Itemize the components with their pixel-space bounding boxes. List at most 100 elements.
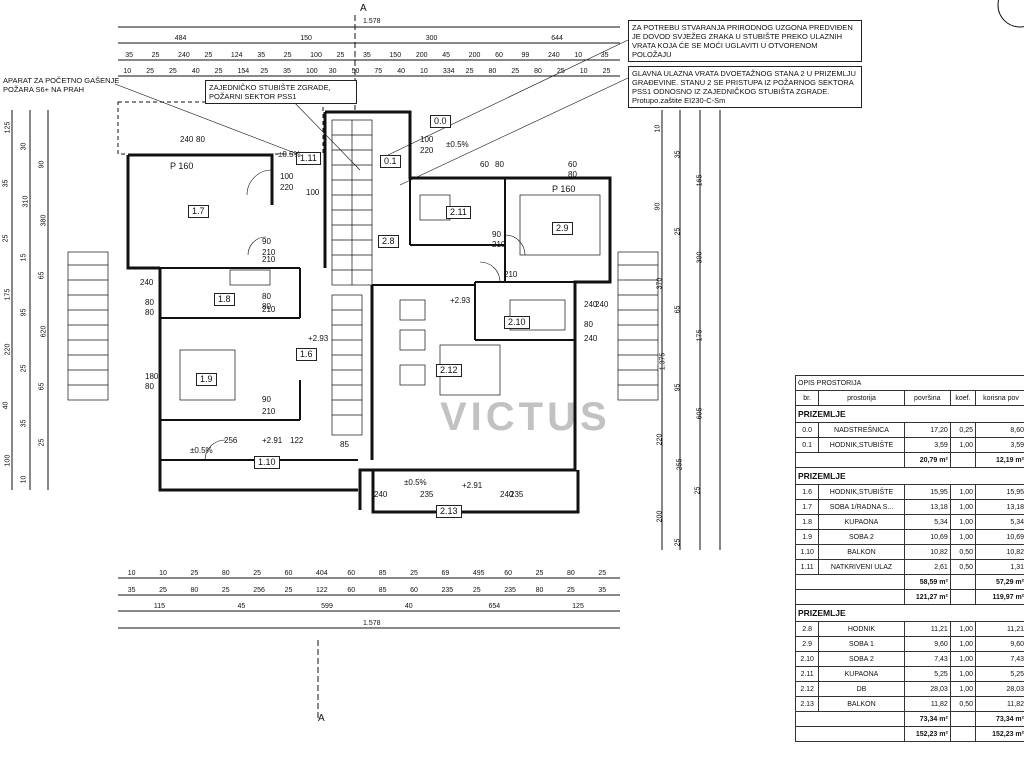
note-line: POŽARA S6+ NA PRAH [3, 85, 85, 94]
table-cell: 0,50 [949, 696, 977, 712]
dimension-label: 100 [310, 52, 322, 59]
table-cell: 1,00 [949, 651, 977, 667]
table-title-row: OPIS PROSTORIJA [795, 375, 1024, 391]
dimension-label: 175 [696, 329, 704, 342]
dimension-label: 210 [262, 248, 276, 257]
dimension-label: 310 [22, 195, 30, 208]
table-cell: 17,20 [903, 422, 951, 438]
table-cell: 2.9 [794, 636, 820, 652]
dimension-label: 80 [145, 298, 154, 307]
dimension-label: 644 [551, 35, 563, 42]
dimension-label: 122 [315, 587, 328, 594]
table-cell: 0,50 [949, 544, 977, 560]
dimension-label: 25 [204, 52, 213, 59]
dimension-label: 60 [480, 160, 489, 169]
table-cell: 1.7 [794, 499, 820, 515]
note-main-entry: GLAVNA ULAZNA VRATA DVOETAŽNOG STANA 2 U… [628, 66, 862, 108]
note-line: JE DOVOD SVJEŽEG ZRAKA U STUBIŠTE PREKO … [632, 32, 843, 41]
table-cell: DB [818, 681, 905, 697]
dimension-label: 484 [174, 35, 187, 42]
table-cell [949, 452, 977, 468]
table-cell: 8,60 [975, 422, 1024, 438]
table-cell: 10,82 [903, 544, 951, 560]
table-cell: 28,03 [975, 681, 1024, 697]
dimension-label: 35 [2, 179, 10, 188]
note-ventilation: ZA POTREBU STVARANJA PRIRODNOG UZGONA PR… [628, 20, 862, 62]
table-cell: 10,69 [975, 529, 1024, 545]
dimension-label: 35 [125, 52, 133, 59]
table-cell: 15,95 [975, 484, 1024, 500]
dimension-label: 210 [262, 305, 276, 314]
dimension-label: 240 [547, 52, 560, 59]
dimension-label: 154 [237, 68, 250, 75]
dimension-label: 256 [224, 436, 238, 445]
table-cell: 15,95 [903, 484, 951, 500]
dimension-label: 60 [495, 52, 503, 59]
dimension-label: 80 [495, 160, 504, 169]
room-0-1: 0.1 [380, 155, 401, 168]
dimension-label: 495 [472, 570, 485, 577]
table-cell: 11,82 [903, 696, 951, 712]
note-line: GRAĐEVINE. STANU 2 SE PRISTUPA IZ POŽARN… [632, 78, 854, 87]
table-cell: 3,59 [903, 437, 951, 453]
dimension-label: 25 [253, 570, 261, 577]
dimension-label: 235 [441, 587, 454, 594]
dimension-label: 100 [280, 172, 294, 181]
note-line: VRATA KOJA ĆE SE MOĆI UGLAVITI U OTVOREN… [632, 41, 818, 50]
table-cell: 9,60 [903, 636, 951, 652]
table-cell: 1.6 [794, 484, 820, 500]
dimension-label: 80 [145, 308, 154, 317]
note-line: GLAVNA ULAZNA VRATA DVOETAŽNOG STANA 2 U… [632, 69, 856, 78]
dimension-label: 60 [568, 160, 577, 169]
note-line: APARAT ZA POČETNO GAŠENJE [3, 76, 120, 85]
dimension-label: 1.375 [659, 352, 667, 371]
dimension-label: 60 [347, 570, 356, 577]
table-cell: 13,18 [903, 499, 951, 515]
dimension-label: 605 [696, 407, 704, 419]
table-cell: 2.13 [794, 696, 820, 712]
dimension-label: 25 [190, 570, 199, 577]
dimension-label: 80 [145, 382, 154, 391]
dimension-label: 334 [442, 68, 455, 75]
table-cell: 1,00 [949, 529, 977, 545]
table-cell: 1.9 [794, 529, 820, 545]
table-cell: 9,60 [975, 636, 1024, 652]
dimension-label: 240 [140, 278, 154, 287]
table-cell: 1,00 [949, 514, 977, 530]
dimension-label: 65 [38, 271, 46, 280]
dimension-label: 80 [262, 292, 271, 301]
level-mark: +2.91 [262, 436, 283, 445]
note-fire-extinguisher: APARAT ZA POČETNO GAŠENJE POŽARA S6+ NA … [0, 74, 120, 96]
dimension-label: 654 [488, 603, 501, 610]
dimension-label: 240 [595, 300, 609, 309]
table-cell: 73,34 m² [975, 711, 1024, 727]
dimension-label: 240 [178, 52, 190, 59]
dimension-label: 240 [180, 135, 194, 144]
dimension-label: 240 [374, 490, 388, 499]
table-cell: PRIZEMLJE [795, 467, 1024, 485]
dimension-label: 95 [20, 308, 28, 317]
dimension-label: 25 [20, 364, 28, 373]
note-line: ZAJEDNIČKO STUBIŠTE ZGRADE, [209, 83, 331, 92]
table-cell: 2.10 [794, 651, 820, 667]
note-line: Protupo.zaštite EI230-C-Sm [632, 96, 726, 105]
table-cell: 5,25 [903, 666, 951, 682]
section-mark: A [318, 713, 325, 724]
table-cell: 1,00 [949, 484, 977, 500]
dimension-label: 80 [584, 320, 593, 329]
table-cell: OPIS PROSTORIJA [795, 375, 1024, 391]
dimension-label: 235 [420, 490, 434, 499]
dimension-label: 95 [674, 383, 682, 392]
table-cell: KUPAONA [818, 666, 905, 682]
dimension-label: 10 [127, 570, 136, 577]
dimension-label: 85 [378, 587, 387, 594]
table-cell: 1,00 [949, 681, 977, 697]
dimension-label: 10 [579, 68, 588, 75]
